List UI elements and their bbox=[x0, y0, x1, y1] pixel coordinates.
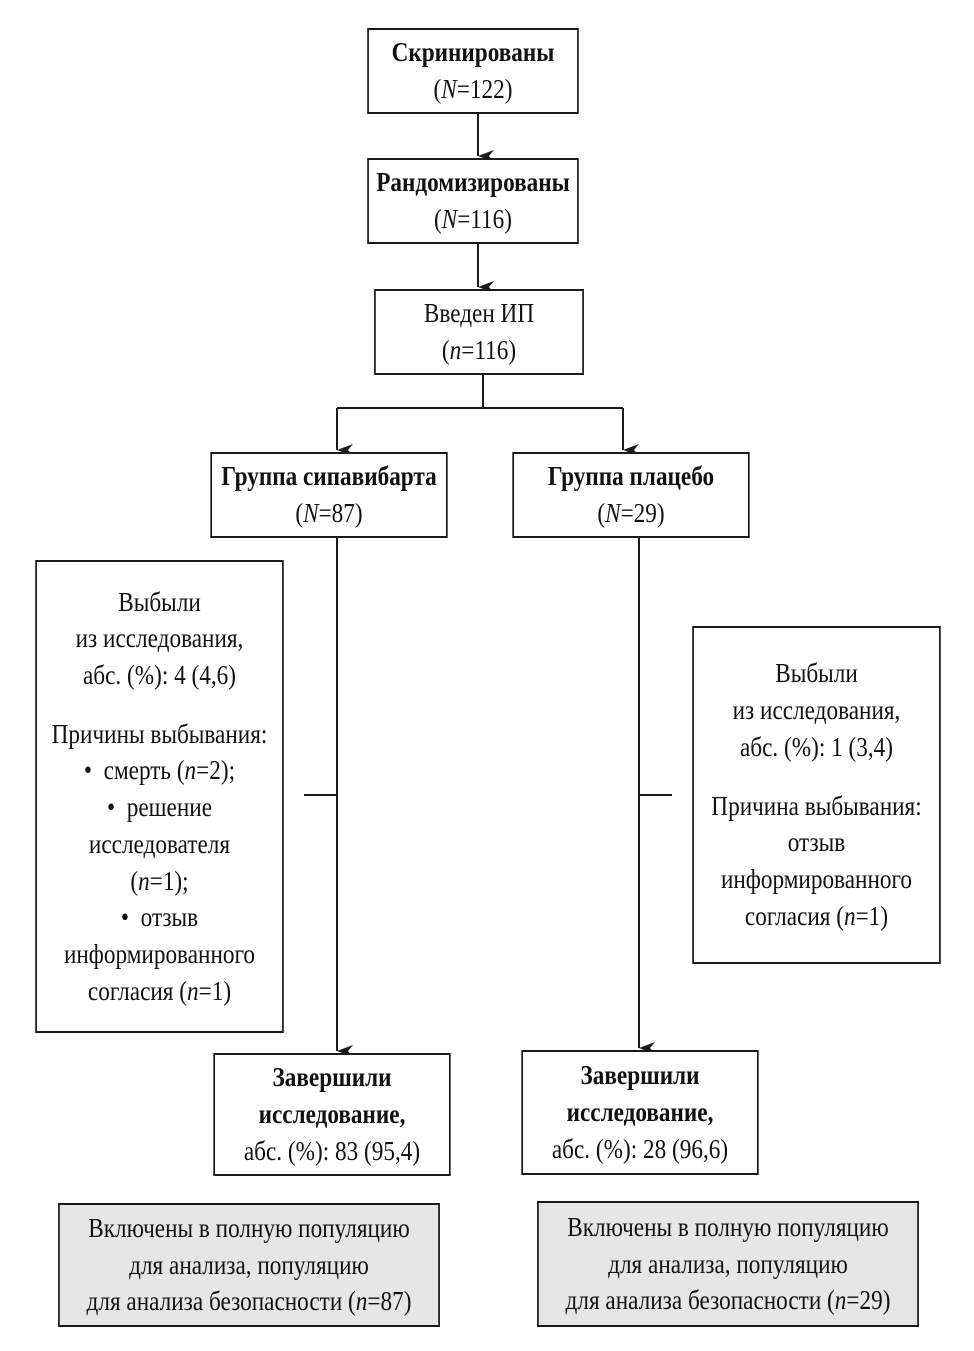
completed-placebo-line2: исследование, bbox=[566, 1097, 714, 1128]
group-sipavibart-box: Группа сипавибарта (N=87) bbox=[210, 452, 448, 538]
dropout-placebo-line2: из исследования, bbox=[732, 695, 901, 726]
randomized-count: (N=116) bbox=[433, 204, 513, 234]
dropout-placebo-reason-l3: согласия (n=1) bbox=[744, 900, 889, 931]
dropout-sipavibart-reason-investigator-l3: (n=1); bbox=[130, 865, 189, 896]
dropout-sipavibart-line2: из исследования, bbox=[75, 623, 244, 654]
administered-box: Введен ИП (n=116) bbox=[374, 289, 584, 375]
population-sipavibart-line2: для анализа, популяцию bbox=[129, 1249, 369, 1280]
dropout-sipavibart-reason-investigator-l2: исследователя bbox=[88, 828, 231, 859]
group-sipavibart-count: (N=87) bbox=[295, 498, 363, 528]
population-placebo-box: Включены в полную популяцию для анализа,… bbox=[537, 1201, 919, 1327]
group-placebo-count: (N=29) bbox=[597, 498, 665, 528]
dropout-sipavibart-line1: Выбыли bbox=[118, 586, 201, 617]
dropout-sipavibart-reason-consent-l2: информированного bbox=[63, 939, 256, 970]
dropout-placebo-box: Выбыли из исследования, абс. (%): 1 (3,4… bbox=[692, 626, 941, 964]
completed-sipavibart-line1: Завершили bbox=[272, 1062, 392, 1093]
randomized-box: Рандомизированы (N=116) bbox=[367, 158, 579, 244]
completed-sipavibart-box: Завершили исследование, абс. (%): 83 (95… bbox=[213, 1053, 451, 1176]
dropout-sipavibart-line3: абс. (%): 4 (4,6) bbox=[82, 659, 236, 690]
screened-count: (N=122) bbox=[433, 74, 513, 104]
population-placebo-line1: Включены в полную популяцию bbox=[567, 1211, 889, 1242]
dropout-placebo-reason-l2: информированного bbox=[720, 864, 913, 895]
completed-placebo-line1: Завершили bbox=[580, 1060, 700, 1091]
population-sipavibart-line3: для анализа безопасности (n=87) bbox=[86, 1286, 412, 1317]
population-sipavibart-box: Включены в полную популяцию для анализа,… bbox=[58, 1203, 440, 1327]
population-sipavibart-line1: Включены в полную популяцию bbox=[88, 1212, 410, 1243]
completed-placebo-line3: абс. (%): 28 (96,6) bbox=[551, 1133, 729, 1164]
dropout-sipavibart-reason-death: смерть (n=2); bbox=[84, 752, 235, 789]
group-placebo-title: Группа плацебо bbox=[547, 461, 715, 492]
administered-title: Введен ИП bbox=[423, 298, 535, 329]
completed-sipavibart-line2: исследование, bbox=[258, 1099, 406, 1130]
dropout-sipavibart-reasons-title: Причины выбывания: bbox=[51, 718, 268, 749]
population-placebo-line3: для анализа безопасности (n=29) bbox=[565, 1285, 891, 1316]
dropout-sipavibart-reason-investigator-l1: решение bbox=[107, 789, 212, 826]
dropout-placebo-reason-title: Причина выбывания: bbox=[711, 790, 922, 821]
screened-box: Скринированы (N=122) bbox=[367, 28, 579, 114]
dropout-sipavibart-box: Выбыли из исследования, абс. (%): 4 (4,6… bbox=[35, 560, 284, 1033]
population-placebo-line2: для анализа, популяцию bbox=[608, 1248, 848, 1279]
completed-placebo-box: Завершили исследование, абс. (%): 28 (96… bbox=[521, 1050, 759, 1175]
screened-title: Скринированы bbox=[391, 37, 555, 68]
dropout-placebo-line1: Выбыли bbox=[775, 658, 858, 689]
group-placebo-box: Группа плацебо (N=29) bbox=[512, 452, 750, 538]
dropout-sipavibart-reason-consent-l1: отзыв bbox=[121, 899, 198, 936]
randomized-title: Рандомизированы bbox=[376, 167, 570, 198]
dropout-placebo-line3: абс. (%): 1 (3,4) bbox=[739, 731, 893, 762]
dropout-sipavibart-reason-consent-l3: согласия (n=1) bbox=[87, 975, 232, 1006]
administered-count: (n=116) bbox=[441, 335, 517, 365]
dropout-placebo-reason-l1: отзыв bbox=[787, 827, 846, 858]
group-sipavibart-title: Группа сипавибарта bbox=[221, 461, 437, 492]
completed-sipavibart-line3: абс. (%): 83 (95,4) bbox=[243, 1135, 421, 1166]
